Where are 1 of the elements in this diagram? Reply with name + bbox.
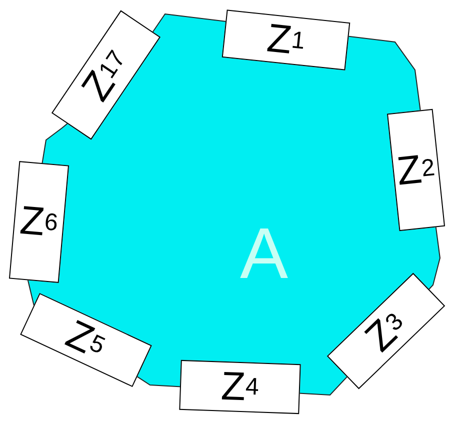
- region-label: A: [240, 218, 288, 290]
